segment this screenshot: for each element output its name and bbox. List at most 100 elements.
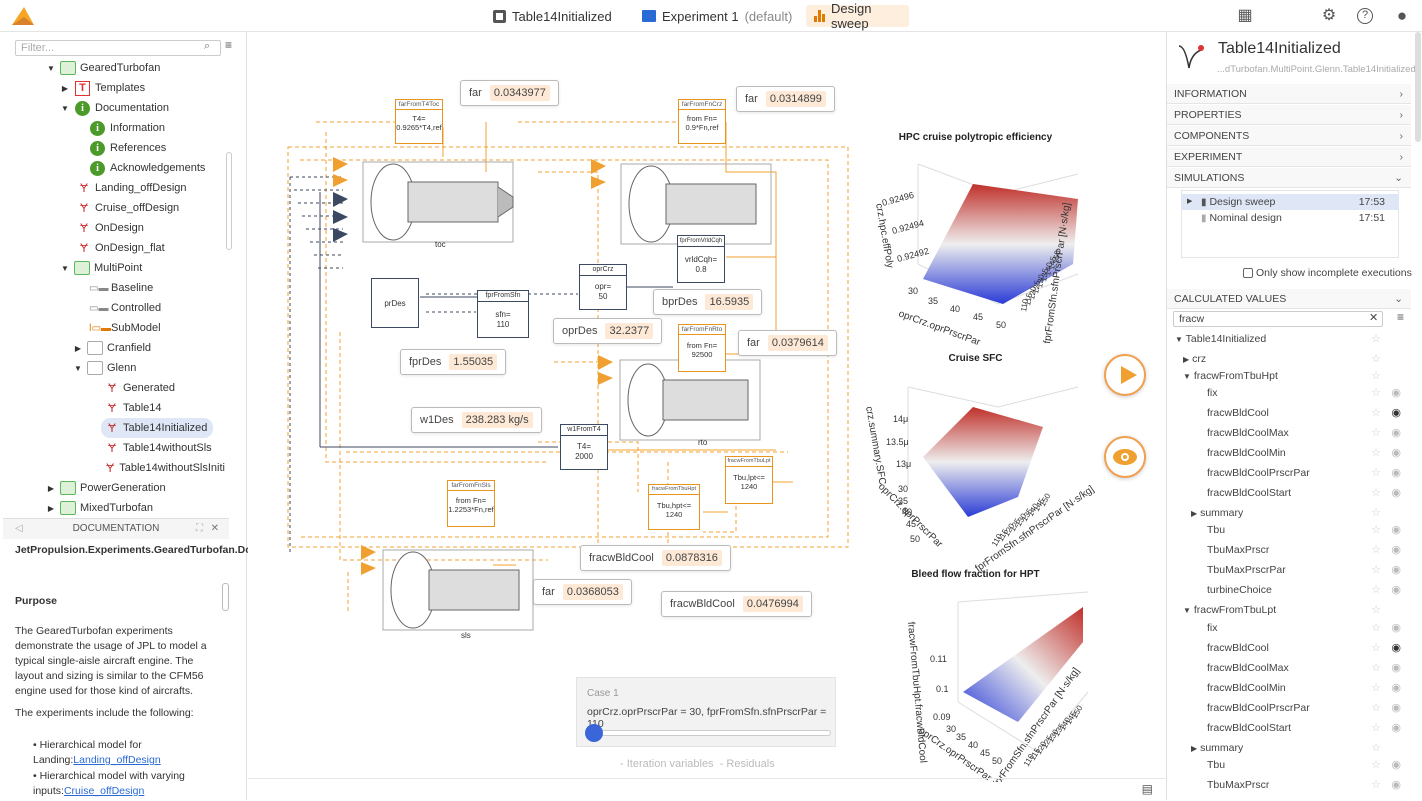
user-avatar-icon[interactable]: ● (1396, 6, 1408, 25)
doc-scrollbar[interactable] (222, 583, 229, 611)
star-icon[interactable]: ☆ (1371, 662, 1381, 674)
tree-scrollbar[interactable] (226, 152, 232, 250)
expand-icon[interactable]: ▼ (61, 263, 69, 273)
section-properties[interactable]: PROPERTIES› (1167, 105, 1411, 125)
calc-item[interactable]: fix☆◉ (1167, 383, 1411, 403)
star-icon[interactable]: ☆ (1371, 584, 1381, 596)
run-button[interactable] (1104, 354, 1146, 396)
calc-item[interactable]: fracwBldCoolStart☆◉ (1167, 483, 1411, 503)
expand-icon[interactable]: ▼ (1183, 372, 1191, 381)
eye-icon[interactable]: ◉ (1391, 447, 1401, 459)
star-icon[interactable]: ☆ (1371, 702, 1381, 714)
star-icon[interactable]: ☆ (1371, 467, 1381, 479)
expand-icon[interactable]: ▶ (1187, 198, 1193, 205)
gear-icon[interactable]: ⚙ (1321, 7, 1337, 24)
residuals-link[interactable]: Residuals (726, 758, 775, 770)
expand-icon[interactable]: ⛶ (196, 523, 203, 534)
star-icon[interactable]: ☆ (1371, 564, 1381, 576)
calc-item[interactable]: ▶ crz☆ (1167, 349, 1411, 369)
calc-item[interactable]: fracwBldCoolMin☆◉ (1167, 678, 1411, 698)
star-icon[interactable]: ☆ (1371, 407, 1381, 419)
eye-icon[interactable]: ◉ (1391, 662, 1401, 674)
tree-item-glenn[interactable]: ▼Glenn (73, 358, 136, 378)
calc-item[interactable]: fracwBldCoolPrscrPar☆◉ (1167, 463, 1411, 483)
eye-icon[interactable]: ◉ (1391, 642, 1401, 654)
eye-icon[interactable]: ◉ (1391, 722, 1401, 734)
tree-item-mixedturbofan[interactable]: ▶MixedTurbofan (46, 498, 153, 518)
star-icon[interactable]: ☆ (1371, 427, 1381, 439)
eye-icon[interactable]: ◉ (1391, 779, 1401, 791)
eye-icon[interactable]: ◉ (1391, 564, 1401, 576)
pin-icon[interactable]: ◁ (15, 523, 23, 534)
eye-icon[interactable]: ◉ (1391, 682, 1401, 694)
calc-item[interactable]: TbuMaxPrscr☆◉ (1167, 775, 1411, 795)
calc-item[interactable]: ▼ Table14Initialized☆ (1167, 329, 1411, 349)
filter-input[interactable]: Filter... (15, 40, 221, 56)
tree-item-controlled[interactable]: ▭▬Controlled (85, 298, 161, 318)
tree-item-powergeneration[interactable]: ▶PowerGeneration (46, 478, 166, 498)
calc-item[interactable]: Tbu☆◉ (1167, 755, 1411, 775)
chart-bleed-flow[interactable]: fracwFromTbuHpt.fracwBldCool 0.11 0.1 0.… (858, 582, 1118, 782)
eye-icon[interactable]: ◉ (1391, 427, 1401, 439)
star-icon[interactable]: ☆ (1371, 370, 1381, 382)
section-calculated-values[interactable]: CALCULATED VALUES⌄ (1167, 289, 1411, 309)
collapse-icon[interactable]: ▶ (47, 483, 55, 493)
doc-link-landing[interactable]: Landing_offDesign (73, 754, 161, 766)
log-icon[interactable]: ▤ (1141, 782, 1153, 796)
eye-icon[interactable]: ◉ (1391, 407, 1401, 419)
tab-model[interactable]: Table14Initialized (485, 5, 620, 27)
eye-icon[interactable]: ◉ (1391, 622, 1401, 634)
star-icon[interactable]: ☆ (1371, 682, 1381, 694)
expand-icon[interactable]: ▶ (1191, 509, 1198, 518)
calc-item[interactable]: fracwBldCoolMin☆◉ (1167, 443, 1411, 463)
calc-search-input[interactable]: fracw (1173, 311, 1383, 327)
section-simulations[interactable]: SIMULATIONS⌄ (1167, 168, 1411, 188)
calc-item[interactable]: ▼ fracwFromTbuHpt☆ (1167, 366, 1411, 386)
calc-item[interactable]: fracwBldCoolMax☆◉ (1167, 423, 1411, 443)
filter-menu-icon[interactable]: ≡ (1397, 310, 1405, 324)
close-icon[interactable]: ✕ (210, 523, 219, 534)
section-information[interactable]: INFORMATION› (1167, 84, 1411, 104)
tree-item-gearedturbofan[interactable]: ▼GearedTurbofan (46, 58, 160, 78)
calc-item[interactable]: fix☆◉ (1167, 618, 1411, 638)
tree-item-submodel[interactable]: ǀ▭▬SubModel (85, 318, 161, 338)
chart-hpc-efficiency[interactable]: crz.hpc.effPoly 0.92496 0.92494 0.92492 … (858, 144, 1118, 354)
eye-icon[interactable]: ◉ (1391, 544, 1401, 556)
star-icon[interactable]: ☆ (1371, 779, 1381, 791)
star-icon[interactable]: ☆ (1371, 447, 1381, 459)
chart-cruise-sfc[interactable]: crz.summary.SFC 14μ 13.5μ 13μ 30 35 40 4… (858, 367, 1118, 572)
eye-icon[interactable]: ◉ (1391, 487, 1401, 499)
engine-rto[interactable]: rto (598, 350, 768, 450)
iteration-variables-link[interactable]: Iteration variables (626, 758, 714, 770)
calc-item[interactable]: fracwBldCoolStart☆◉ (1167, 718, 1411, 738)
case-slider-track[interactable] (587, 730, 831, 736)
star-icon[interactable]: ☆ (1371, 387, 1381, 399)
expand-icon[interactable]: ▶ (1191, 744, 1198, 753)
eye-icon[interactable]: ◉ (1391, 584, 1401, 596)
case-slider-handle[interactable] (585, 724, 603, 742)
simulation-row[interactable]: ▶ ▮ Design sweep 17:53 (1181, 194, 1399, 210)
star-icon[interactable]: ☆ (1371, 759, 1381, 771)
expand-icon[interactable]: ▼ (1175, 335, 1183, 344)
view-button[interactable] (1104, 436, 1146, 478)
